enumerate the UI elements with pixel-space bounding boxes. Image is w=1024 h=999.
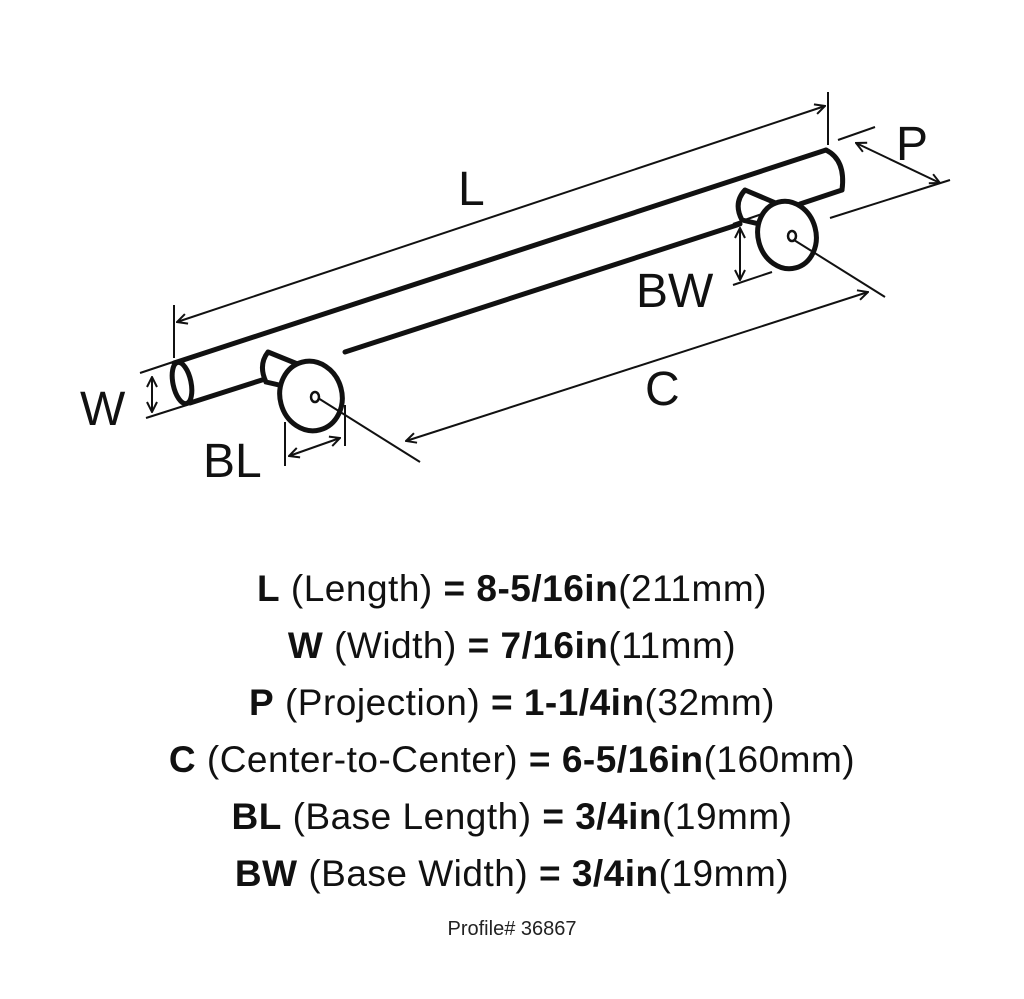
spec-imperial: 7/16in (500, 625, 609, 666)
spec-projection: P (Projection) = 1-1/4in(32mm) (0, 674, 1024, 731)
spec-metric: (160mm) (703, 739, 856, 780)
spec-desc: (Center-to-Center) (206, 739, 519, 780)
spec-eq: = (490, 682, 514, 723)
spec-metric: (211mm) (618, 568, 767, 609)
spec-base-width: BW (Base Width) = 3/4in(19mm) (0, 845, 1024, 902)
spec-metric: (19mm) (662, 796, 793, 837)
spec-eq: = (443, 568, 466, 609)
label-BW: BW (636, 265, 714, 318)
spec-code: L (257, 568, 281, 609)
spec-eq: = (528, 739, 552, 780)
label-C: C (645, 363, 680, 416)
spec-eq: = (542, 796, 565, 837)
spec-imperial: 8-5/16in (476, 568, 619, 609)
dim-C (406, 292, 868, 441)
dim-L (177, 106, 825, 322)
pull-dimension-drawing: L P BW C W BL (80, 92, 951, 488)
dim-BL (289, 438, 340, 456)
dimension-lines (139, 92, 951, 466)
spec-eq: = (467, 625, 490, 666)
label-BL: BL (203, 435, 262, 488)
profile-number: Profile# 36867 (447, 918, 577, 940)
label-W: W (80, 383, 126, 436)
left-screw-hole (309, 390, 321, 404)
bar-left-end (169, 359, 195, 407)
spec-imperial: 3/4in (571, 853, 659, 894)
specifications-list: L (Length) = 8-5/16in(211mm) W (Width) =… (0, 560, 1024, 902)
bar-right-cap (823, 147, 846, 193)
spec-imperial: 6-5/16in (561, 739, 704, 780)
spec-desc: (Base Length) (292, 796, 532, 837)
spec-code: C (168, 739, 197, 780)
spec-eq: = (538, 853, 562, 894)
dim-P (856, 143, 940, 183)
spec-desc: (Length) (290, 568, 433, 609)
spec-imperial: 3/4in (575, 796, 663, 837)
spec-desc: (Base Width) (308, 853, 529, 894)
spec-code: W (287, 625, 324, 666)
spec-metric: (32mm) (644, 682, 775, 723)
label-P: P (896, 118, 928, 171)
bar-top-edge (171, 147, 829, 366)
spec-code: BL (231, 796, 282, 837)
spec-width: W (Width) = 7/16in(11mm) (0, 617, 1024, 674)
label-L: L (458, 163, 485, 216)
bar-pull (169, 147, 846, 434)
spec-code: BW (234, 853, 298, 894)
spec-metric: (19mm) (658, 853, 790, 894)
spec-code: P (249, 682, 275, 723)
spec-desc: (Width) (334, 625, 457, 666)
spec-base-length: BL (Base Length) = 3/4in(19mm) (0, 788, 1024, 845)
spec-length: L (Length) = 8-5/16in(211mm) (0, 560, 1024, 617)
spec-metric: (11mm) (608, 625, 737, 666)
spec-desc: (Projection) (284, 682, 481, 723)
spec-center-to-center: C (Center-to-Center) = 6-5/16in(160mm) (0, 731, 1024, 788)
spec-imperial: 1-1/4in (523, 682, 645, 723)
